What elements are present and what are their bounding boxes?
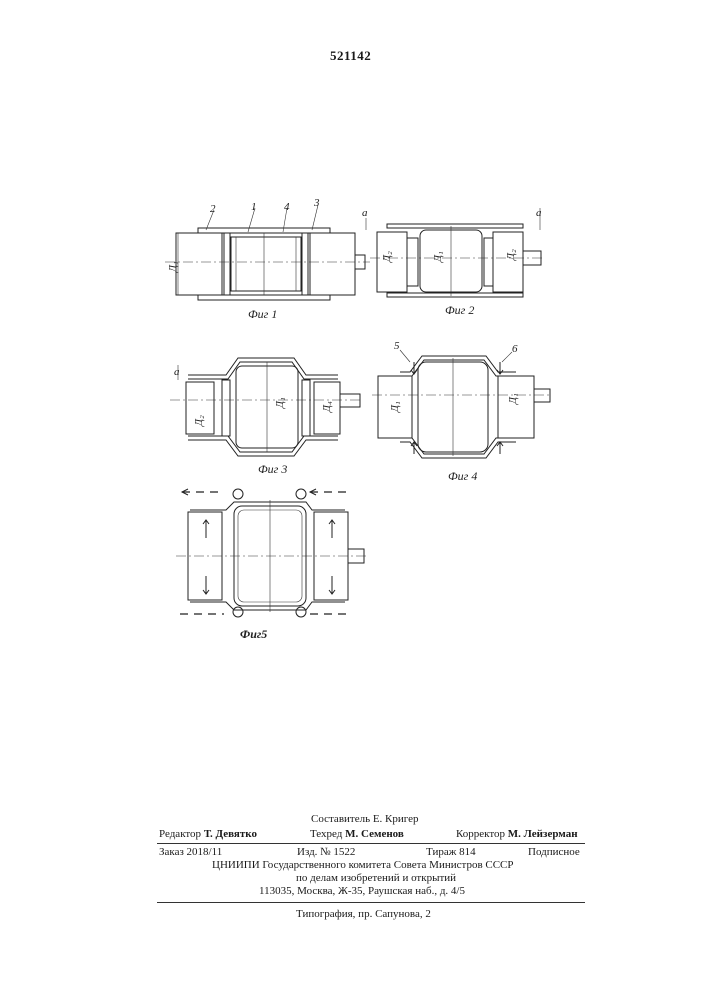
fig4-label-6: 6 (512, 343, 518, 355)
fig1-label-3: 3 (313, 197, 320, 209)
fig4-dim-d1-left: Д₁ (389, 401, 401, 413)
organization-line-2: по делам изобретений и открытий (296, 872, 456, 884)
edition-number: Изд. № 1522 (297, 846, 355, 858)
organization-address: 113035, Москва, Ж-35, Раушская наб., д. … (259, 885, 465, 897)
fig2-caption: Фиг 2 (445, 303, 474, 317)
order-number: Заказ 2018/11 (159, 846, 222, 858)
fig1-label-4: 4 (284, 201, 290, 213)
fig3-dim-d2: Д₂ (193, 415, 205, 427)
fig5-caption: Фиг5 (240, 627, 267, 641)
fig1-label-1: 1 (251, 201, 257, 213)
figure-5: Фиг5 (176, 489, 366, 641)
fig1-caption: Фиг 1 (248, 307, 277, 321)
figure-1: Д₁ 2 1 4 3 Фиг 1 (165, 197, 370, 321)
fig4-caption: Фиг 4 (448, 469, 477, 483)
fig1-dim-d1: Д₁ (167, 261, 179, 273)
subscription: Подписное (528, 846, 580, 858)
printer-line: Типография, пр. Сапунова, 2 (296, 908, 431, 920)
fig3-caption: Фиг 3 (258, 462, 287, 476)
fig2-dim-a-left: а (362, 207, 368, 219)
fig3-dim-a: а (174, 366, 180, 378)
imprint-divider (157, 843, 585, 844)
figure-3: а Д₂ Д₁ Д₄ Фиг 3 (170, 358, 360, 476)
fig2-dim-d2-left: Д₂ (381, 251, 393, 263)
corrector-role: Корректор (456, 828, 505, 840)
corrector-name: М. Лейзерман (508, 828, 578, 840)
figure-2: а а Д₂ Д₁ Д₂ Фиг 2 (362, 207, 545, 317)
fig2-dim-a-right: а (536, 207, 542, 219)
fig3-dim-d1: Д₁ (274, 397, 286, 409)
fig2-dim-d2-right: Д₂ (505, 249, 517, 261)
fig1-label-2: 2 (210, 203, 216, 215)
editor-line: Редактор Т. Девятко (159, 828, 257, 840)
fig4-label-5: 5 (394, 340, 400, 352)
techred-name: М. Семенов (345, 828, 404, 840)
circulation: Тираж 814 (426, 846, 476, 858)
fig3-dim-d4: Д₄ (321, 401, 333, 413)
figure-4: 5 6 Д₁ Д₁ Фиг 4 (372, 340, 552, 483)
techred-role: Техред (310, 828, 342, 840)
compiler-line: Составитель Е. Кригер (311, 813, 419, 825)
corrector-line: Корректор М. Лейзерман (456, 828, 578, 840)
fig2-dim-d1: Д₁ (432, 251, 444, 263)
organization-line-1: ЦНИИПИ Государственного комитета Совета … (212, 859, 514, 871)
techred-line: Техред М. Семенов (310, 828, 404, 840)
editor-role: Редактор (159, 828, 201, 840)
printer-divider (157, 902, 585, 903)
fig4-dim-d1-right: Д₁ (507, 393, 519, 405)
editor-name: Т. Девятко (204, 828, 257, 840)
